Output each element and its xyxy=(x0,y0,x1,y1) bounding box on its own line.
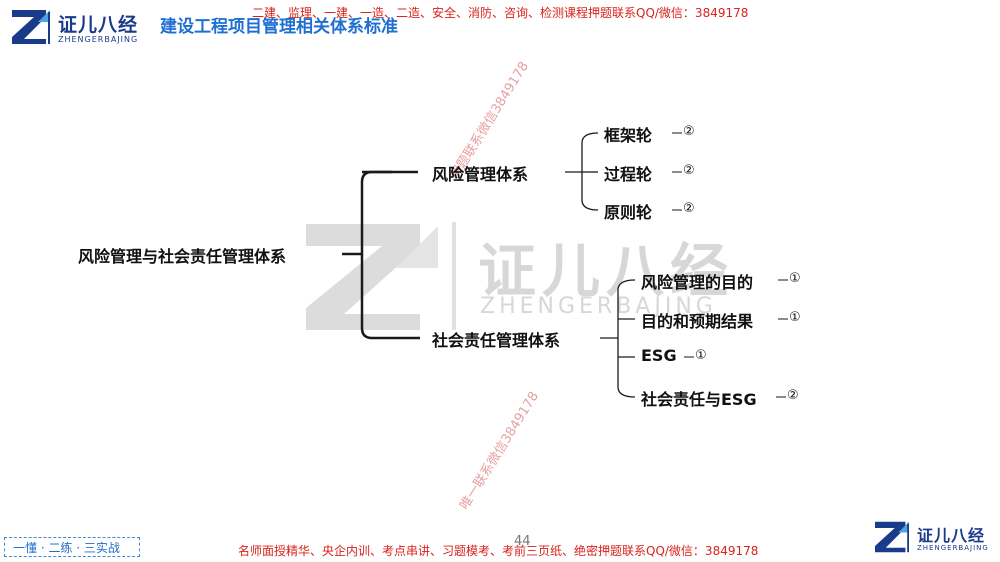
leaf-framework-wheel-badge: ② xyxy=(683,124,695,139)
leaf-principle-wheel: 原则轮 xyxy=(604,203,653,222)
leaf-process-wheel-badge: ② xyxy=(683,163,695,178)
footer-logo: 证儿八经 ZHENGERBAJING xyxy=(873,518,997,558)
header-logo-cn: 证儿八经 xyxy=(58,14,139,36)
footer-logo-en: ZHENGERBAJING xyxy=(917,544,989,552)
leaf-purpose-outcomes: 目的和预期结果 xyxy=(641,312,754,331)
leaf-risk-purpose-badge: ① xyxy=(789,271,801,286)
page-title: 建设工程项目管理相关体系标准 xyxy=(160,17,398,37)
branch-risk-management: 风险管理体系 xyxy=(432,165,529,184)
root-node: 风险管理与社会责任管理体系 xyxy=(78,247,287,266)
footer-logo-mark-icon xyxy=(875,521,909,553)
leaf-risk-purpose: 风险管理的目的 xyxy=(641,273,754,292)
top-banner: 二建、监理、一建、一造、二造、安全、消防、咨询、检测课程押题联系QQ/微信：38… xyxy=(252,6,749,20)
watermark-divider xyxy=(452,222,456,330)
leaf-purpose-outcomes-badge: ① xyxy=(789,310,801,325)
page-number: 44 xyxy=(514,534,531,549)
footer-slogan: 一懂 · 二练 · 三实战 xyxy=(13,541,120,555)
header-logo-en: ZHENGERBAJING xyxy=(58,35,139,44)
leaf-social-esg: 社会责任与ESG xyxy=(641,390,757,409)
watermark-en: ZHENGERBAJING xyxy=(480,294,717,319)
leaf-social-esg-badge: ② xyxy=(787,388,799,403)
leaf-esg-badge: ① xyxy=(695,348,707,363)
leaf-process-wheel: 过程轮 xyxy=(604,165,653,184)
watermark-cn: 证儿八经 xyxy=(478,237,735,305)
branch-social-responsibility: 社会责任管理体系 xyxy=(432,331,561,350)
footer-logo-cn: 证儿八经 xyxy=(917,526,986,545)
logo-mark-icon xyxy=(12,10,50,44)
leaf-principle-wheel-badge: ② xyxy=(683,201,695,216)
footer-slogan-box: 一懂 · 二练 · 三实战 xyxy=(4,537,140,557)
footer-banner: 名师面授精华、央企内训、考点串讲、习题模考、考前三页纸、绝密押题联系QQ/微信：… xyxy=(238,544,759,558)
center-watermark: 证儿八经 ZHENGERBAJING xyxy=(300,218,728,338)
header-logo: 证儿八经 ZHENGERBAJING xyxy=(10,8,160,48)
leaf-framework-wheel: 框架轮 xyxy=(604,126,653,145)
leaf-esg: ESG xyxy=(641,346,677,365)
